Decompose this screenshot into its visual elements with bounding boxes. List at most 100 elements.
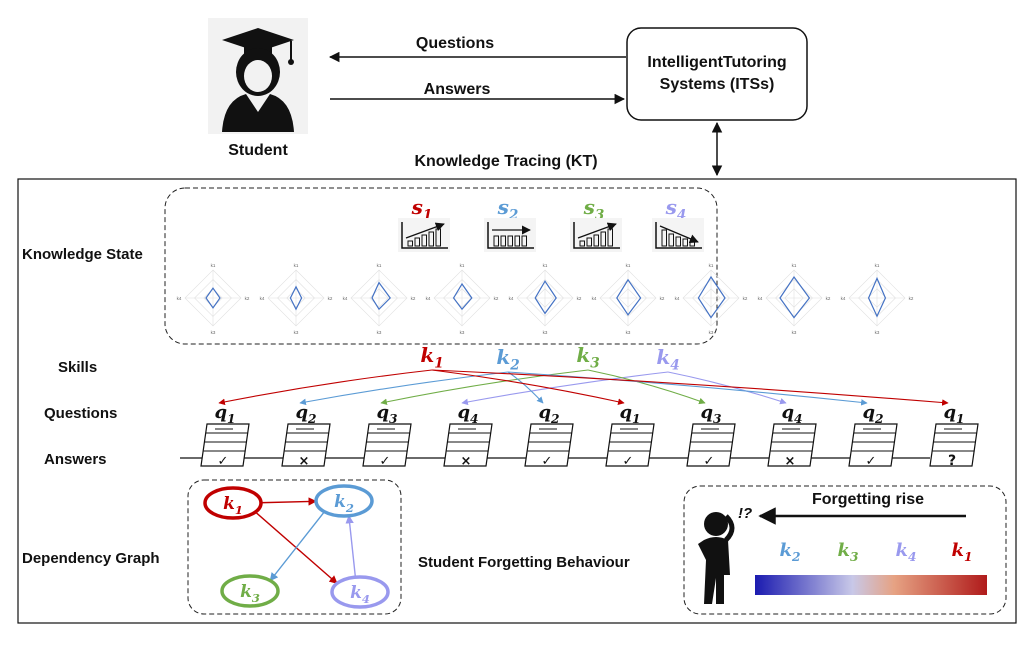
radar-axis-label: k2 — [411, 296, 416, 301]
state-label-s3: s3 — [583, 195, 605, 224]
radar-polygon — [779, 275, 811, 319]
trend-chart-icon — [655, 222, 702, 249]
radar-axis-label: k3 — [709, 330, 714, 335]
radar-axis-label: k1 — [626, 263, 631, 268]
dependency-edge — [345, 514, 357, 579]
state-icon-s1: s1 — [398, 195, 450, 252]
student-label: Student — [228, 142, 288, 159]
dependency-edge — [258, 497, 317, 506]
trend-chart-icon — [401, 222, 448, 249]
dependency-node-k1 — [203, 486, 263, 520]
questions-label: Questions — [44, 405, 117, 422]
radar-axis-label: k4 — [758, 296, 763, 301]
answers-label: Answers — [44, 451, 107, 468]
forgetting-skill-k1: k1 — [952, 540, 973, 564]
question-label: q3 — [700, 402, 722, 426]
question-sheet — [281, 423, 331, 467]
radar-axis-label: k4 — [675, 296, 680, 301]
dependency-node-label-k1: k1 — [223, 494, 243, 517]
radar-axis-label: k1 — [294, 263, 299, 268]
radar-axis-label: k1 — [377, 263, 382, 268]
forgetting-rise-label: Forgetting rise — [812, 491, 924, 508]
answer-mark: × — [461, 454, 472, 469]
radar-axis-label: k2 — [245, 296, 250, 301]
dependency-node-label-k3: k3 — [240, 582, 260, 605]
radar-axis-label: k4 — [260, 296, 265, 301]
radar-polygon — [616, 278, 642, 316]
question-card: q1✓ — [200, 402, 250, 469]
forgetting-skill-order: k2 k3 k4 k1 — [780, 540, 973, 564]
question-label: q2 — [862, 402, 883, 426]
radar-axis-label: k4 — [343, 296, 348, 301]
skill-edge-k3 — [380, 369, 589, 406]
skill-k3: k3 — [576, 343, 599, 372]
dependency-node-k3 — [220, 574, 280, 608]
question-card: q2× — [281, 402, 331, 469]
radar-axis-label: k2 — [826, 296, 831, 301]
dependency-node-k2 — [314, 484, 374, 518]
radar-axis-label: k4 — [177, 296, 182, 301]
radar-axis-label: k3 — [626, 330, 631, 335]
question-sheet — [524, 423, 574, 467]
answer-mark: ✓ — [704, 454, 715, 469]
skill-edge-k2 — [507, 371, 868, 406]
radar-axis-label: k4 — [592, 296, 597, 301]
radar-axis-label: k3 — [460, 330, 465, 335]
student-icon — [222, 28, 294, 132]
forgetting-skill-k3: k3 — [838, 540, 859, 564]
question-sheet — [362, 423, 412, 467]
skill-question-edges — [218, 369, 949, 406]
skill-edge-k4 — [461, 371, 669, 406]
its-label-line2: Systems (ITSs) — [660, 76, 775, 93]
skill-edge-k1 — [431, 369, 949, 406]
answer-mark: ✓ — [218, 454, 229, 469]
dependency-node-k4 — [330, 575, 390, 609]
confused-person-icon — [698, 512, 735, 604]
dependency-graph-label: Dependency Graph — [22, 550, 160, 567]
knowledge-state-radars: k1k2k3k4k1k2k3k4k1k2k3k4k1k2k3k4k1k2k3k4… — [177, 263, 914, 335]
dependency-graph-box — [187, 479, 402, 615]
question-sheet — [443, 423, 493, 467]
skill-k2: k2 — [496, 345, 519, 374]
answer-mark: ✓ — [623, 454, 634, 469]
its-label-line1: IntelligentTutoring — [647, 54, 786, 71]
state-icon-s3: s3 — [570, 195, 622, 252]
radar-axis-label: k3 — [543, 330, 548, 335]
student-figure — [208, 18, 308, 134]
radar-polygon — [289, 285, 303, 311]
forgetting-skill-k4: k4 — [896, 540, 917, 564]
question-sheet — [848, 423, 898, 467]
question-card: q1✓ — [605, 402, 655, 469]
answer-mark: ✓ — [380, 454, 391, 469]
question-sheet — [605, 423, 655, 467]
radar-axis-label: k3 — [875, 330, 880, 335]
answer-mark: ✓ — [866, 454, 877, 469]
question-card: q3 ✓ — [362, 402, 412, 469]
state-label-s1: s1 — [411, 195, 433, 224]
question-sheet — [767, 423, 817, 467]
answer-mark: × — [299, 454, 310, 469]
question-label: q3 — [376, 402, 398, 426]
question-label: q4 — [781, 402, 802, 426]
dependency-edge — [269, 510, 326, 582]
forgetting-skill-k2: k2 — [780, 540, 801, 564]
radar-axis-label: k1 — [460, 263, 465, 268]
skill-edge-k3 — [587, 369, 706, 405]
question-sequence: q1✓q2×q3✓q4×q2✓q1✓q3✓q4×q2✓q1? — [200, 402, 979, 469]
skills-label: Skills — [58, 359, 97, 376]
radar-axis-label: k3 — [211, 330, 216, 335]
kt-frame — [17, 178, 1017, 624]
state-icon-s4: s4 — [652, 195, 704, 252]
kt-label: Knowledge Tracing (KT) — [414, 153, 597, 170]
radar-axis-label: k2 — [909, 296, 914, 301]
